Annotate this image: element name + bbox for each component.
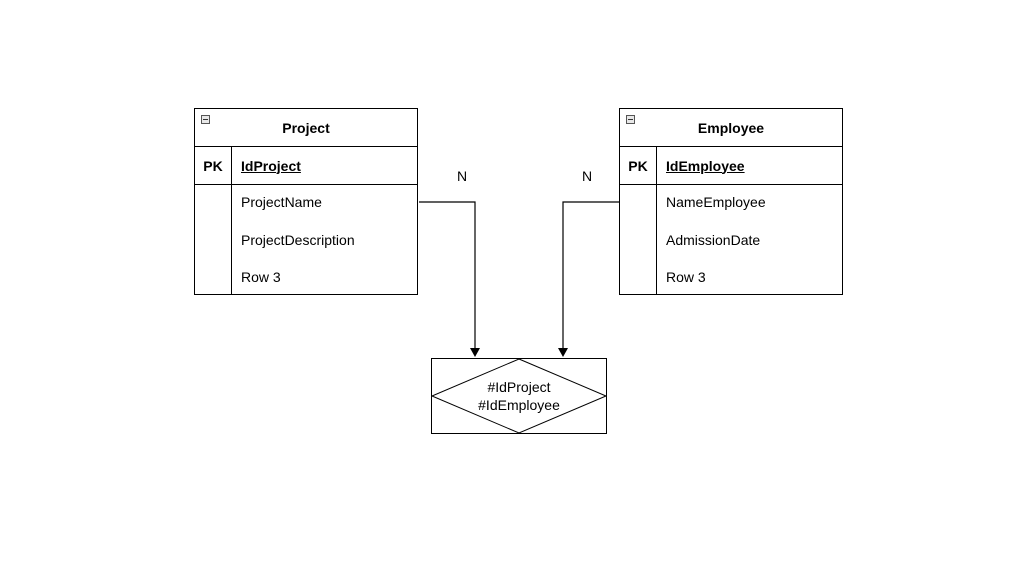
employee-arrowhead bbox=[558, 348, 568, 357]
project-association-connector bbox=[419, 201, 476, 348]
associative-key-employee: #IdEmployee bbox=[478, 397, 560, 413]
project-entity-header[interactable]: Project bbox=[195, 109, 417, 147]
project-cardinality-label: N bbox=[457, 168, 468, 184]
collapse-icon[interactable] bbox=[626, 115, 635, 124]
project-attribute[interactable]: Row 3 bbox=[241, 269, 281, 285]
employee-cardinality-label: N bbox=[582, 168, 593, 184]
employee-attr-key-column bbox=[620, 185, 657, 294]
relationship-diamond bbox=[431, 358, 607, 434]
project-arrowhead bbox=[470, 348, 480, 357]
project-pk-row[interactable]: PK IdProject bbox=[195, 147, 417, 185]
project-entity-title: Project bbox=[282, 119, 330, 136]
employee-attribute[interactable]: Row 3 bbox=[666, 269, 706, 285]
project-attribute-list: ProjectName ProjectDescription Row 3 bbox=[232, 185, 355, 294]
project-attr-key-column bbox=[195, 185, 232, 294]
employee-attribute[interactable]: AdmissionDate bbox=[666, 231, 761, 248]
associative-entity-box bbox=[431, 358, 607, 434]
project-entity[interactable]: Project PK IdProject ProjectName Project… bbox=[194, 108, 418, 295]
project-pk-label: PK bbox=[195, 147, 232, 184]
employee-pk-row[interactable]: PK IdEmployee bbox=[620, 147, 842, 185]
employee-entity-header[interactable]: Employee bbox=[620, 109, 842, 147]
employee-entity-title: Employee bbox=[697, 119, 765, 136]
associative-key-project: #IdProject bbox=[487, 379, 551, 395]
employee-pk-field: IdEmployee bbox=[666, 157, 745, 174]
employee-attribute[interactable]: NameEmployee bbox=[666, 194, 766, 210]
associative-entity-shape bbox=[431, 358, 607, 434]
employee-association-connector bbox=[562, 201, 619, 348]
collapse-icon[interactable] bbox=[201, 115, 210, 124]
employee-entity[interactable]: Employee PK IdEmployee NameEmployee Admi… bbox=[619, 108, 843, 295]
employee-pk-label: PK bbox=[620, 147, 657, 184]
project-pk-field: IdProject bbox=[241, 157, 301, 174]
associative-entity[interactable]: #IdProject #IdEmployee bbox=[431, 358, 607, 434]
project-attribute[interactable]: ProjectName bbox=[241, 194, 322, 210]
employee-attribute-list: NameEmployee AdmissionDate Row 3 bbox=[657, 185, 766, 294]
project-attribute[interactable]: ProjectDescription bbox=[241, 231, 355, 248]
